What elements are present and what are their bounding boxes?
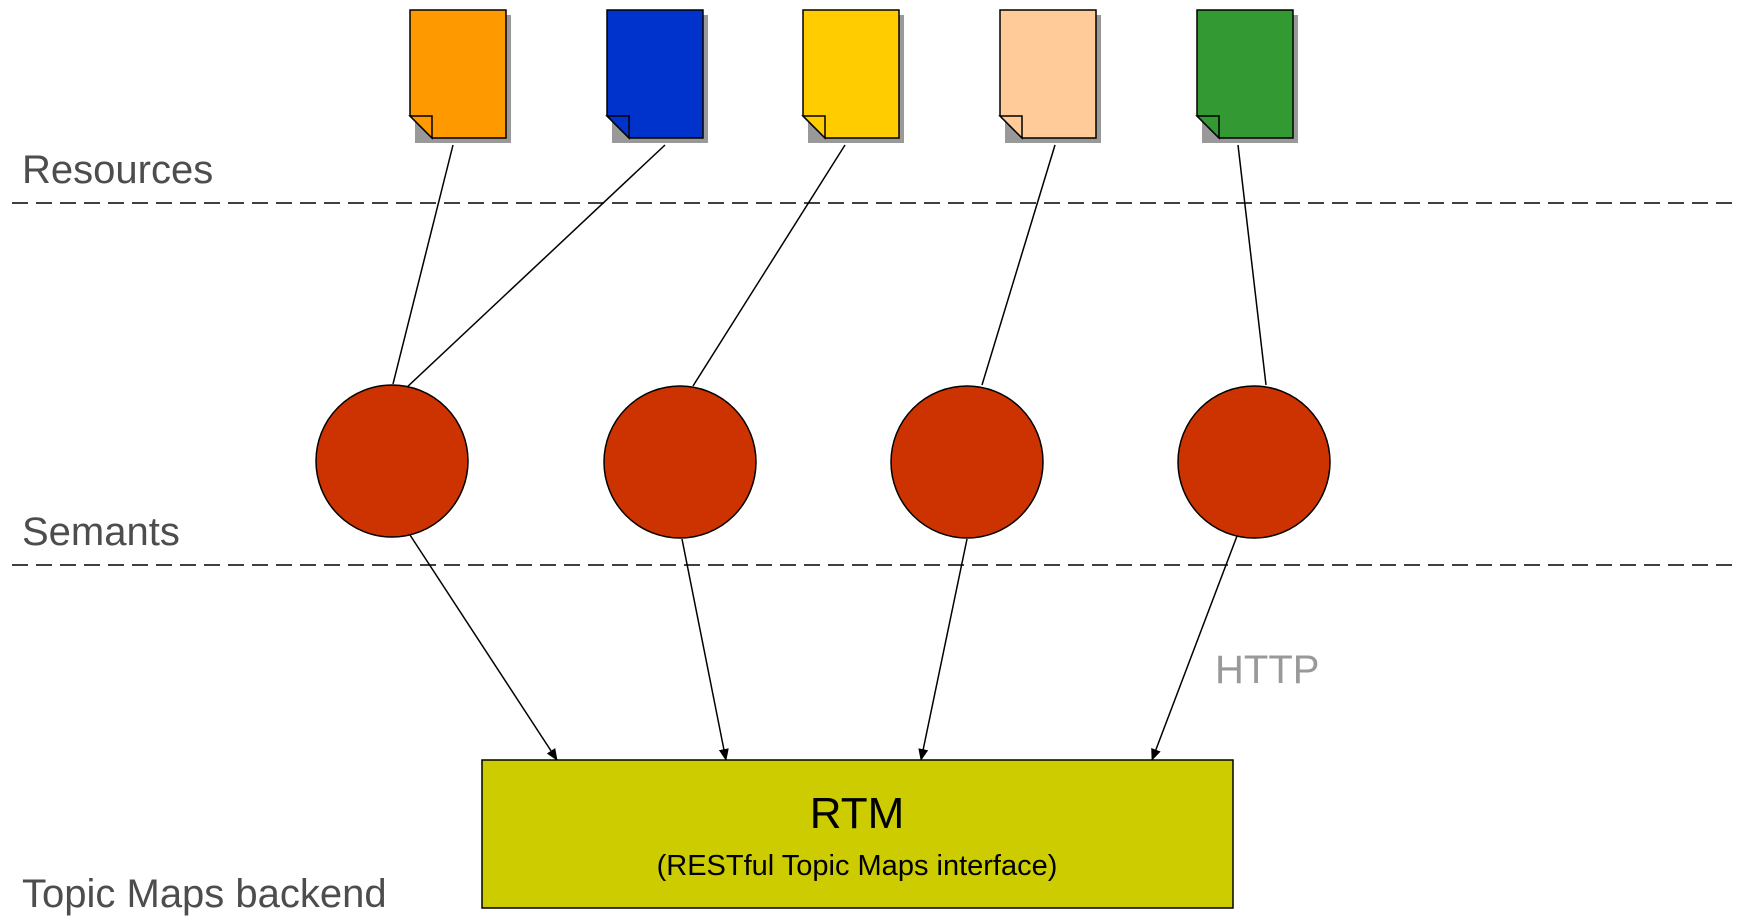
document-page bbox=[999, 9, 1097, 139]
resource-document-icon bbox=[801, 9, 904, 143]
semant-node bbox=[315, 384, 469, 538]
resource-documents bbox=[408, 9, 1298, 143]
http-arrows bbox=[409, 534, 1238, 761]
rtm-title: RTM bbox=[810, 789, 905, 838]
http-arrow bbox=[409, 534, 558, 761]
resource-document-icon bbox=[998, 9, 1101, 143]
resource-document-icon bbox=[605, 9, 708, 143]
resource-link bbox=[404, 144, 666, 390]
resource-link bbox=[692, 144, 846, 387]
semant-node bbox=[1177, 385, 1331, 539]
http-arrow bbox=[1151, 535, 1238, 761]
document-page bbox=[606, 9, 704, 139]
document-fold bbox=[1195, 115, 1220, 140]
document-fold bbox=[408, 115, 433, 140]
backend-layer-label: Topic Maps backend bbox=[22, 872, 387, 916]
resource-link bbox=[981, 144, 1056, 386]
semants-layer-label: Semants bbox=[22, 510, 180, 554]
document-fold bbox=[998, 115, 1023, 140]
document-page bbox=[802, 9, 900, 139]
rtm-backend-box: RTM (RESTful Topic Maps interface) bbox=[481, 759, 1234, 909]
document-page bbox=[1196, 9, 1294, 139]
document-fold bbox=[801, 115, 826, 140]
http-arrow bbox=[681, 538, 729, 761]
http-protocol-label: HTTP bbox=[1215, 648, 1319, 692]
semant-node bbox=[890, 385, 1044, 539]
semant-node bbox=[603, 385, 757, 539]
rtm-subtitle: (RESTful Topic Maps interface) bbox=[657, 850, 1058, 882]
resource-document-icon bbox=[408, 9, 511, 143]
resource-links bbox=[392, 144, 1267, 390]
resources-layer-label: Resources bbox=[22, 148, 213, 192]
rtm-box-body bbox=[481, 759, 1234, 909]
resource-link bbox=[1237, 144, 1267, 386]
semants-group bbox=[315, 384, 1331, 539]
document-fold bbox=[605, 115, 630, 140]
resource-document-icon bbox=[1195, 9, 1298, 143]
http-arrow bbox=[918, 538, 968, 761]
resource-link bbox=[392, 144, 454, 385]
document-page bbox=[409, 9, 507, 139]
